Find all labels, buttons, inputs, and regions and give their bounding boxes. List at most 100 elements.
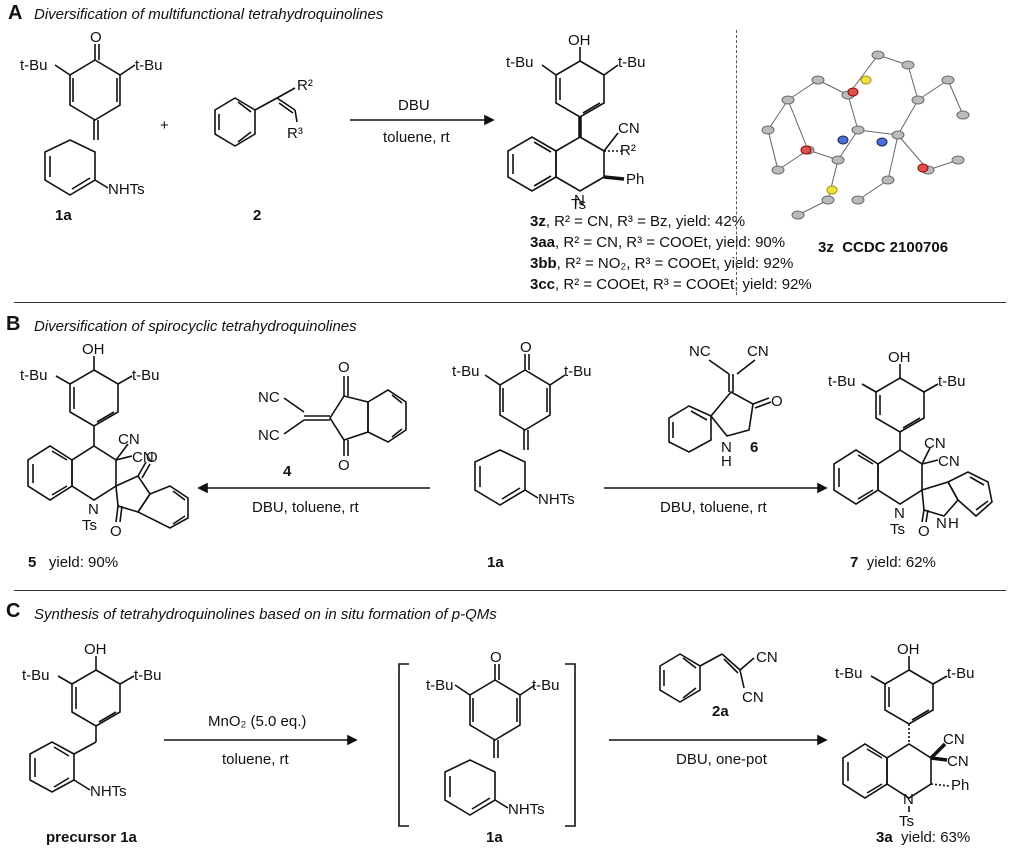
tbu-right-label: t-Bu bbox=[618, 54, 646, 71]
o-label: O bbox=[918, 523, 930, 540]
nh-label: N bbox=[936, 515, 947, 532]
precursor-1a-structure: OH t-Bu t-Bu NHTs bbox=[22, 641, 162, 800]
cn-label: CN bbox=[618, 120, 640, 137]
cn-label: CN bbox=[742, 689, 764, 706]
nhts-label: NHTs bbox=[538, 491, 575, 508]
product-3a-yield: 3a yield: 63% bbox=[876, 829, 971, 846]
product-5-yield: 5 yield: 90% bbox=[28, 554, 119, 571]
precursor-label: precursor 1a bbox=[46, 829, 137, 846]
reagent-4-label: 4 bbox=[283, 463, 292, 480]
section-a-title: Diversification of multifunctional tetra… bbox=[34, 6, 384, 23]
cn-label: CN bbox=[938, 453, 960, 470]
nhts-label: NHTs bbox=[508, 801, 545, 818]
oxo-label: O bbox=[90, 29, 102, 46]
reaction-arrow-c1 bbox=[164, 734, 358, 746]
reagent-2a-label: 2a bbox=[712, 703, 729, 720]
nhts-label: NHTs bbox=[108, 181, 145, 198]
o-label: O bbox=[110, 523, 122, 540]
product-3a-structure: OH t-Bu t-Bu CN CN Ph N Ts bbox=[835, 641, 975, 830]
reagent-2a-structure: CN CN bbox=[659, 649, 778, 706]
cn-label: CN bbox=[118, 431, 140, 448]
ph-label: Ph bbox=[626, 171, 644, 188]
product-5-structure: OH t-Bu t-Bu CN CN N Ts O O bbox=[20, 341, 189, 540]
cn-label: CN bbox=[947, 753, 969, 770]
tbu-right-label: t-Bu bbox=[564, 363, 592, 380]
n-label: N bbox=[721, 439, 732, 456]
nc-label: NC bbox=[258, 389, 280, 406]
cn-label: CN bbox=[943, 731, 965, 748]
tbu-left-label: t-Bu bbox=[426, 677, 454, 694]
tbu-left-label: t-Bu bbox=[506, 54, 534, 71]
pqm-1a-structure-a: O t-Bu t-Bu NHTs bbox=[20, 29, 163, 198]
yield-list-a: 3z, R² = CN, R³ = Bz, yield: 42% 3aa, R²… bbox=[530, 214, 812, 292]
reagent-6-label: 6 bbox=[750, 439, 759, 456]
n-label: N bbox=[903, 791, 914, 808]
ts-label: Ts bbox=[899, 813, 914, 830]
plus-sign: + bbox=[160, 117, 169, 134]
reaction-arrow-b-left bbox=[197, 482, 430, 494]
nhts-label: NHTs bbox=[90, 783, 127, 800]
n-label: N bbox=[894, 505, 905, 522]
conditions-toluene-rt: toluene, rt bbox=[383, 129, 450, 146]
reactant-2-label: 2 bbox=[253, 207, 262, 224]
cn-label: CN bbox=[924, 435, 946, 452]
nc-label: NC bbox=[689, 343, 711, 360]
ph-label: Ph bbox=[951, 777, 969, 794]
pqm-1a-structure-b: O t-Bu t-Bu NHTs bbox=[452, 339, 592, 508]
reactant-1a-label: 1a bbox=[55, 207, 72, 224]
yield-row: 3aa, R² = CN, R³ = COOEt, yield: 90% bbox=[530, 234, 786, 251]
section-b-title: Diversification of spirocyclic tetrahydr… bbox=[34, 318, 357, 335]
reaction-arrow-c2 bbox=[609, 734, 828, 746]
tbu-left-label: t-Bu bbox=[20, 367, 48, 384]
oh-label: OH bbox=[82, 341, 105, 358]
step1-conditions: toluene, rt bbox=[222, 751, 289, 768]
r3-label: R³ bbox=[287, 125, 303, 142]
product-7-yield: 7 yield: 62% bbox=[850, 554, 936, 571]
cn-label: CN bbox=[132, 449, 154, 466]
alkene-2-structure: R² R³ bbox=[214, 77, 313, 147]
h-label: H bbox=[948, 515, 959, 532]
tbu-right-label: t-Bu bbox=[947, 665, 975, 682]
cn-label: CN bbox=[756, 649, 778, 666]
tbu-right-label: t-Bu bbox=[532, 677, 560, 694]
yield-row: 3bb, R² = NO₂, R³ = COOEt, yield: 92% bbox=[530, 255, 794, 272]
pqm-1a-structure-c: O t-Bu t-Bu NHTs bbox=[426, 649, 560, 818]
intermediate-brackets bbox=[398, 663, 576, 827]
tbu-right-label: t-Bu bbox=[132, 367, 160, 384]
tbu-left-label: t-Bu bbox=[835, 665, 863, 682]
reagent-6-structure: NC CN O N H bbox=[668, 343, 783, 470]
step1-reagent: MnO₂ (5.0 eq.) bbox=[208, 713, 307, 730]
yield-row: 3cc, R² = COOEt, R³ = COOEt, yield: 92% bbox=[530, 276, 812, 293]
reagent-4-structure: NC NC O O bbox=[258, 359, 407, 474]
yield-row: 3z, R² = CN, R³ = Bz, yield: 42% bbox=[530, 213, 746, 230]
oh-label: OH bbox=[84, 641, 107, 658]
step2-conditions: DBU, one-pot bbox=[676, 751, 767, 768]
oxo-label: O bbox=[490, 649, 502, 666]
ts-label: Ts bbox=[82, 517, 97, 534]
reaction-arrow-a bbox=[350, 114, 495, 126]
tbu-left-label: t-Bu bbox=[22, 667, 50, 684]
h-label: H bbox=[721, 453, 732, 470]
section-c-letter: C bbox=[6, 600, 21, 622]
r2-label: R² bbox=[620, 142, 636, 159]
oh-label: OH bbox=[888, 349, 911, 366]
cn-label: CN bbox=[747, 343, 769, 360]
tbu-right-label: t-Bu bbox=[135, 57, 163, 74]
crystal-structure-image bbox=[761, 50, 970, 220]
dashed-divider bbox=[736, 30, 737, 295]
o-label: O bbox=[338, 359, 350, 376]
o-label: O bbox=[771, 393, 783, 410]
tbu-right-label: t-Bu bbox=[938, 373, 966, 390]
section-a-letter: A bbox=[8, 2, 23, 24]
product-3-structure: OH t-Bu t-Bu N CN R² Ph bbox=[506, 32, 646, 209]
tbu-right-label: t-Bu bbox=[134, 667, 162, 684]
r2-label: R² bbox=[297, 77, 313, 94]
conditions-b-left: DBU, toluene, rt bbox=[252, 499, 359, 516]
crystal-caption: 3z CCDC 2100706 bbox=[818, 239, 949, 256]
o-label: O bbox=[146, 449, 158, 466]
conditions-b-right: DBU, toluene, rt bbox=[660, 499, 767, 516]
n-label: N bbox=[88, 501, 99, 518]
o-label: O bbox=[338, 457, 350, 474]
reaction-arrow-b-right bbox=[604, 482, 828, 494]
section-b-letter: B bbox=[6, 313, 21, 335]
